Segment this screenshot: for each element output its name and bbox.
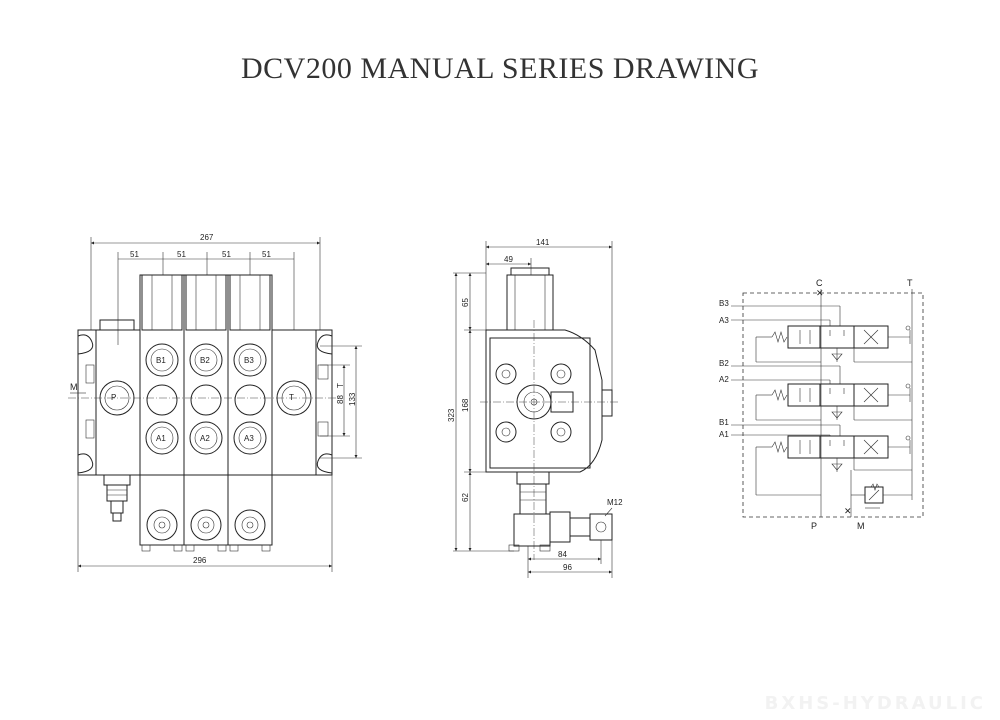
dim-168: 168 [461, 398, 470, 412]
dim-62: 62 [461, 493, 470, 502]
relief-valve-symbol [851, 483, 912, 509]
port-b1-label: B1 [156, 356, 166, 365]
dim-141: 141 [536, 238, 550, 247]
schematic-boundary [742, 292, 924, 518]
front-view: 267 51 51 51 51 P M [68, 233, 362, 572]
schematic-port-m: M [857, 521, 865, 531]
drawing-title: DCV200 MANUAL SERIES DRAWING [241, 52, 759, 85]
schematic-port-t: T [907, 278, 913, 288]
dim-96: 96 [563, 563, 572, 572]
dim-84: 84 [558, 550, 567, 559]
port-a3-label: A3 [244, 434, 254, 443]
dim-267: 267 [200, 233, 214, 242]
dim-pitch-4: 51 [262, 250, 271, 259]
dim-296: 296 [193, 556, 207, 565]
m-port-mark: ✕ [844, 506, 852, 516]
spool-1-b-label: B1 [719, 418, 729, 427]
spool-1-a-label: A1 [719, 430, 729, 439]
c-port-mark: ✕ [816, 288, 824, 298]
dim-pitch-3: 51 [222, 250, 231, 259]
dim-133: 133 [348, 392, 357, 406]
spool-2: B2 A2 [719, 359, 912, 421]
section-1: B1 A1 [139, 274, 185, 552]
spool-3: B3 A3 [719, 299, 912, 363]
port-b2-label: B2 [200, 356, 210, 365]
dim-49: 49 [504, 255, 513, 264]
dim-m12: M12 [607, 498, 623, 507]
spool-2-b-label: B2 [719, 359, 729, 368]
section-3: B3 A3 [227, 274, 273, 552]
dim-tick: T [336, 383, 345, 388]
spool-3-b-label: B3 [719, 299, 729, 308]
port-m-label: M [70, 382, 78, 392]
port-b3-label: B3 [244, 356, 254, 365]
dim-65: 65 [461, 298, 470, 307]
schematic-port-p: P [811, 521, 817, 531]
spool-1: B1 A1 [719, 418, 912, 496]
hydraulic-schematic: C T P M B3 A3 [719, 278, 924, 531]
dim-323: 323 [447, 408, 456, 422]
side-view: 141 49 [447, 238, 623, 578]
port-a2-label: A2 [200, 434, 210, 443]
schematic-port-c: C [816, 278, 823, 288]
port-p-label: P [111, 393, 116, 402]
watermark: BXHS-HYDRAULIC [764, 693, 986, 714]
section-2: B2 A2 [183, 274, 229, 552]
spool-2-a-label: A2 [719, 375, 729, 384]
dim-pitch-1: 51 [130, 250, 139, 259]
dim-pitch-2: 51 [177, 250, 186, 259]
port-t-label: T [289, 393, 294, 402]
dim-88: 88 [336, 395, 345, 404]
port-a1-label: A1 [156, 434, 166, 443]
spool-3-a-label: A3 [719, 316, 729, 325]
